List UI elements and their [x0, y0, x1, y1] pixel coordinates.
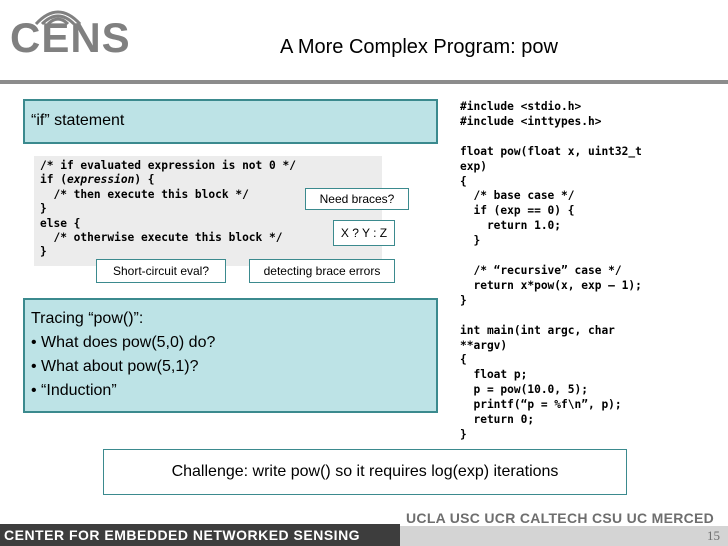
callout-need-braces: Need braces?: [305, 188, 409, 210]
callout-brace-errors: detecting brace errors: [249, 259, 395, 283]
callout-ternary: X ? Y : Z: [333, 220, 395, 246]
tracing-box: Tracing “pow()”: • What does pow(5,0) do…: [23, 298, 438, 413]
footer-campuses: UCLA USC UCR CALTECH CSU UC MERCED: [406, 510, 715, 526]
page-number: 15: [707, 528, 720, 543]
signal-waves-icon: [34, 10, 82, 26]
callout-short-circuit: Short-circuit eval?: [96, 259, 226, 283]
tracing-bullet: • What does pow(5,0) do?: [31, 334, 216, 351]
if-statement-box: “if” statement: [23, 99, 438, 144]
tracing-bullet: • What about pow(5,1)?: [31, 358, 199, 375]
header: CENS A More Complex Program: pow: [0, 0, 728, 80]
cens-logo: CENS: [6, 4, 130, 72]
header-divider: [0, 80, 728, 84]
if-else-code: /* if evaluated expression is not 0 */ i…: [40, 159, 296, 259]
tracing-bullet: • “Induction”: [31, 382, 117, 399]
logo-text: CENS: [10, 14, 131, 61]
slide-title: A More Complex Program: pow: [280, 36, 558, 58]
tracing-heading: Tracing “pow()”:: [31, 310, 144, 327]
pow-program-code: #include <stdio.h> #include <inttypes.h>…: [460, 100, 642, 441]
challenge-box: Challenge: write pow() so it requires lo…: [103, 449, 627, 495]
footer-name-bar: [0, 524, 400, 546]
if-statement-label: “if” statement: [31, 112, 125, 129]
if-code-background: [34, 156, 382, 266]
footer-center-name: CENTER FOR EMBEDDED NETWORKED SENSING: [4, 527, 361, 543]
